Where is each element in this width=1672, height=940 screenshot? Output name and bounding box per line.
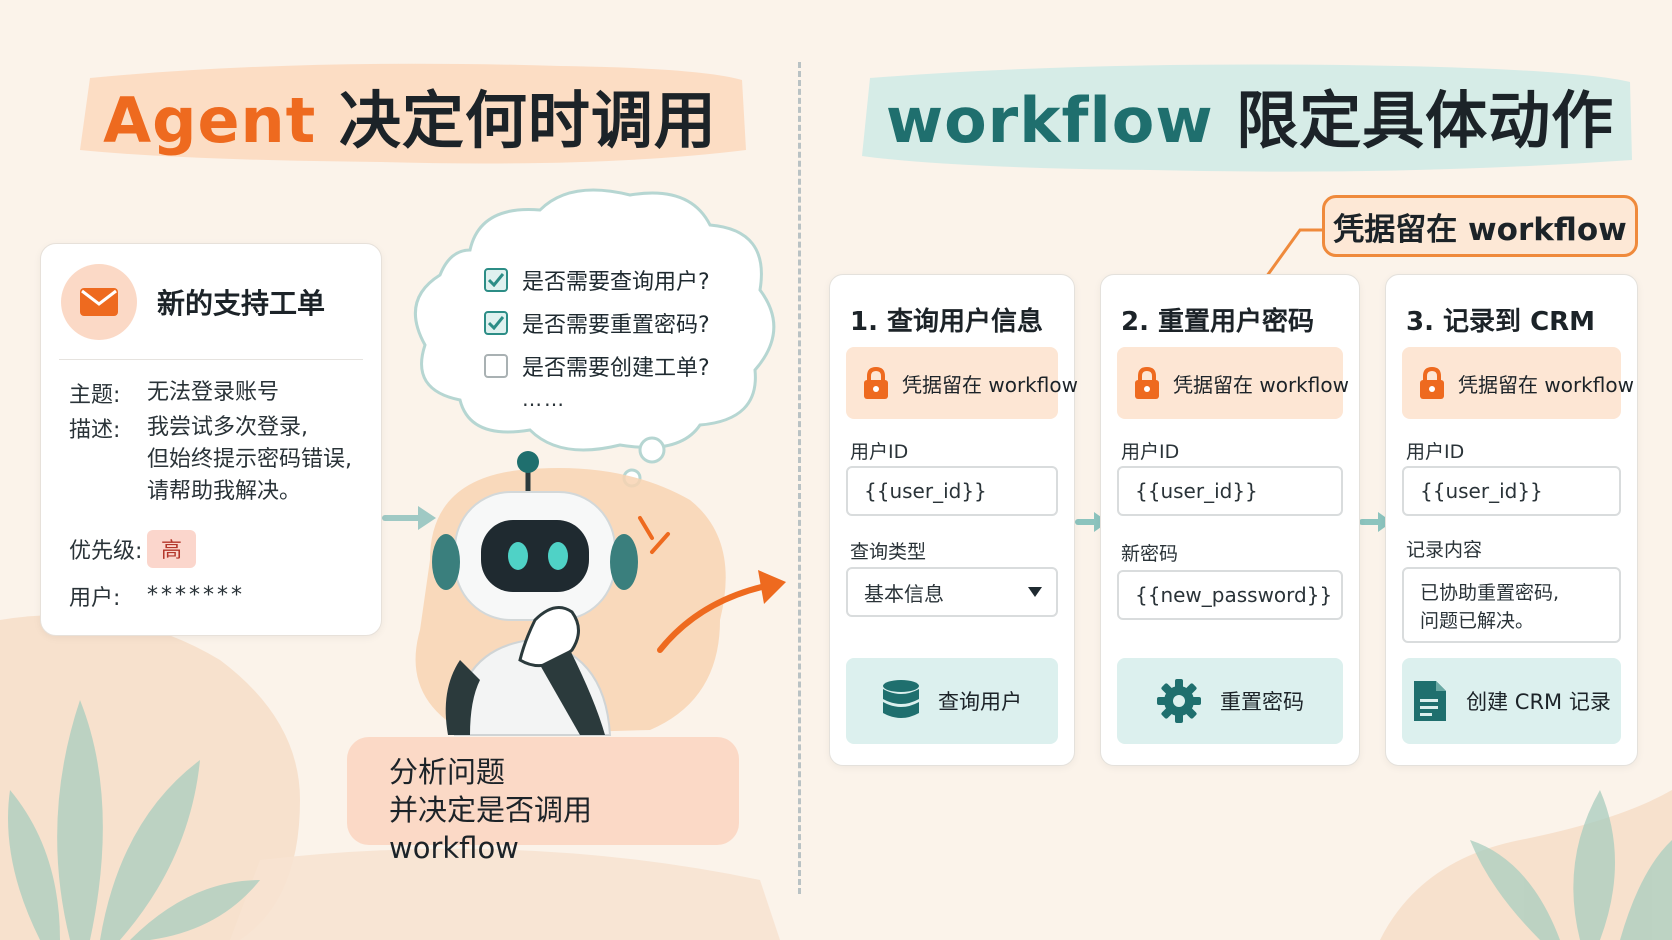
title-left-rest: 决定何时调用 [316,84,717,157]
priority-label: 优先级: [69,539,143,564]
ticket-user-row: 用户: ******* [69,580,245,612]
arrow-ticket-to-robot [382,506,436,530]
thought-checklist: 是否需要查询用户? 是否需要重置密码? 是否需要创建工单? …… [484,258,710,411]
ticket-subject-row: 主题: 无法登录账号 [69,377,279,409]
title-right: workflow 限定具体动作 [860,55,1640,175]
section-divider [798,62,801,894]
user-id-field[interactable]: {{user_id}} [1117,466,1343,516]
subject-value: 无法登录账号 [147,380,280,405]
user-label: 用户: [69,586,121,611]
checklist-item-query-user: 是否需要查询用户? [484,258,710,301]
document-icon [1414,681,1447,721]
mail-icon [61,264,137,340]
description-line: 但始终提示密码错误, [147,447,352,472]
ticket-title: 新的支持工单 [157,287,326,320]
ticket-priority-row: 优先级: 高 [69,530,196,568]
checklist-item-create-ticket: 是否需要创建工单? [484,344,710,387]
credentials-banner-label: 凭据留在 workflow [902,372,1078,397]
credentials-banner-label: 凭据留在 workflow [1458,372,1634,397]
title-left-highlight: Agent [103,84,317,157]
step-title: 1. 查询用户信息 [850,307,1044,337]
database-icon [883,680,919,718]
step-title: 3. 记录到 CRM [1406,307,1596,337]
credentials-banner: 凭据留在 workflow [1117,347,1349,419]
thought-cloud [413,188,776,488]
lock-icon [1420,366,1444,399]
description-line: 我尝试多次登录, [147,415,308,440]
credentials-banner-label: 凭据留在 workflow [1173,372,1349,397]
leaf-decoration-right [1470,790,1672,940]
title-right-rest: 限定具体动作 [1213,84,1615,157]
checklist-label: 是否需要创建工单? [522,355,710,381]
credentials-banner: 凭据留在 workflow [846,347,1078,419]
robot-illustration [432,451,670,736]
checkbox-checked-icon [484,267,508,292]
credentials-banner: 凭据留在 workflow [1402,347,1634,419]
credentials-tag: 凭据留在 workflow [1322,195,1638,257]
step-card-query-user: 1. 查询用户信息 凭据留在 workflow 用户ID {{user_id}}… [829,274,1078,766]
ticket-divider [59,359,363,360]
checkbox-unchecked-icon [484,353,508,378]
ticket-description-row: 描述: 我尝试多次登录, 但始终提示密码错误, 请帮助我解决。 [69,412,352,508]
description-value: 我尝试多次登录, 但始终提示密码错误, 请帮助我解决。 [147,412,352,508]
step-card-reset-password: 2. 重置用户密码 凭据留在 workflow 用户ID {{user_id}}… [1100,274,1360,766]
lock-icon [864,366,888,399]
reset-password-button-label: 重置密码 [1220,690,1304,714]
analyze-line-1: 分析问题 [389,755,506,789]
subject-label: 主题: [69,383,121,408]
record-content-field[interactable]: 已协助重置密码, 问题已解决。 [1402,567,1621,643]
step-card-record-crm: 3. 记录到 CRM 凭据留在 workflow 用户ID {{user_id}… [1385,274,1638,766]
step-title: 2. 重置用户密码 [1121,307,1315,337]
field-label-record-content: 记录内容 [1406,539,1483,561]
query-type-select[interactable]: 基本信息 [846,567,1058,617]
description-line: 请帮助我解决。 [147,479,302,504]
lock-icon [1135,366,1159,399]
gear-icon [1157,679,1201,723]
checklist-item-reset-password: 是否需要重置密码? [484,301,710,344]
create-crm-record-button[interactable]: 创建 CRM 记录 [1402,658,1621,744]
analyze-line-2: 并决定是否调用 workflow [389,793,593,865]
query-user-button[interactable]: 查询用户 [846,658,1058,744]
leaf-decoration-left [8,700,260,940]
field-label-new-password: 新密码 [1121,543,1179,565]
analyze-caption: 分析问题 并决定是否调用 workflow [347,737,739,865]
query-type-value: 基本信息 [864,581,944,606]
description-label: 描述: [69,418,121,443]
record-content-line: 问题已解决。 [1420,610,1535,632]
user-id-field[interactable]: {{user_id}} [846,466,1058,516]
user-id-field[interactable]: {{user_id}} [1402,466,1621,516]
field-label-user-id: 用户ID [1121,441,1180,463]
user-value: ******* [147,583,245,608]
priority-badge: 高 [147,530,196,568]
support-ticket-card: 新的支持工单 主题: 无法登录账号 描述: 我尝试多次登录, 但始终提示密码错误… [40,243,382,636]
checklist-ellipsis: …… [522,387,566,411]
field-label-user-id: 用户ID [1406,441,1465,463]
checkbox-checked-icon [484,310,508,335]
query-user-button-label: 查询用户 [938,690,1022,714]
field-label-query-type: 查询类型 [850,541,927,563]
title-left: Agent 决定何时调用 [70,55,750,175]
new-password-field[interactable]: {{new_password}} [1117,570,1343,620]
checklist-label: 是否需要重置密码? [522,312,710,338]
title-right-highlight: workflow [885,84,1214,157]
create-crm-record-button-label: 创建 CRM 记录 [1466,690,1611,714]
reset-password-button[interactable]: 重置密码 [1117,658,1343,744]
record-content-line: 已协助重置密码, [1420,582,1560,604]
caret-down-icon [1028,587,1042,597]
arrow-robot-to-workflow [657,570,786,653]
field-label-user-id: 用户ID [850,441,909,463]
checklist-label: 是否需要查询用户? [522,269,710,295]
